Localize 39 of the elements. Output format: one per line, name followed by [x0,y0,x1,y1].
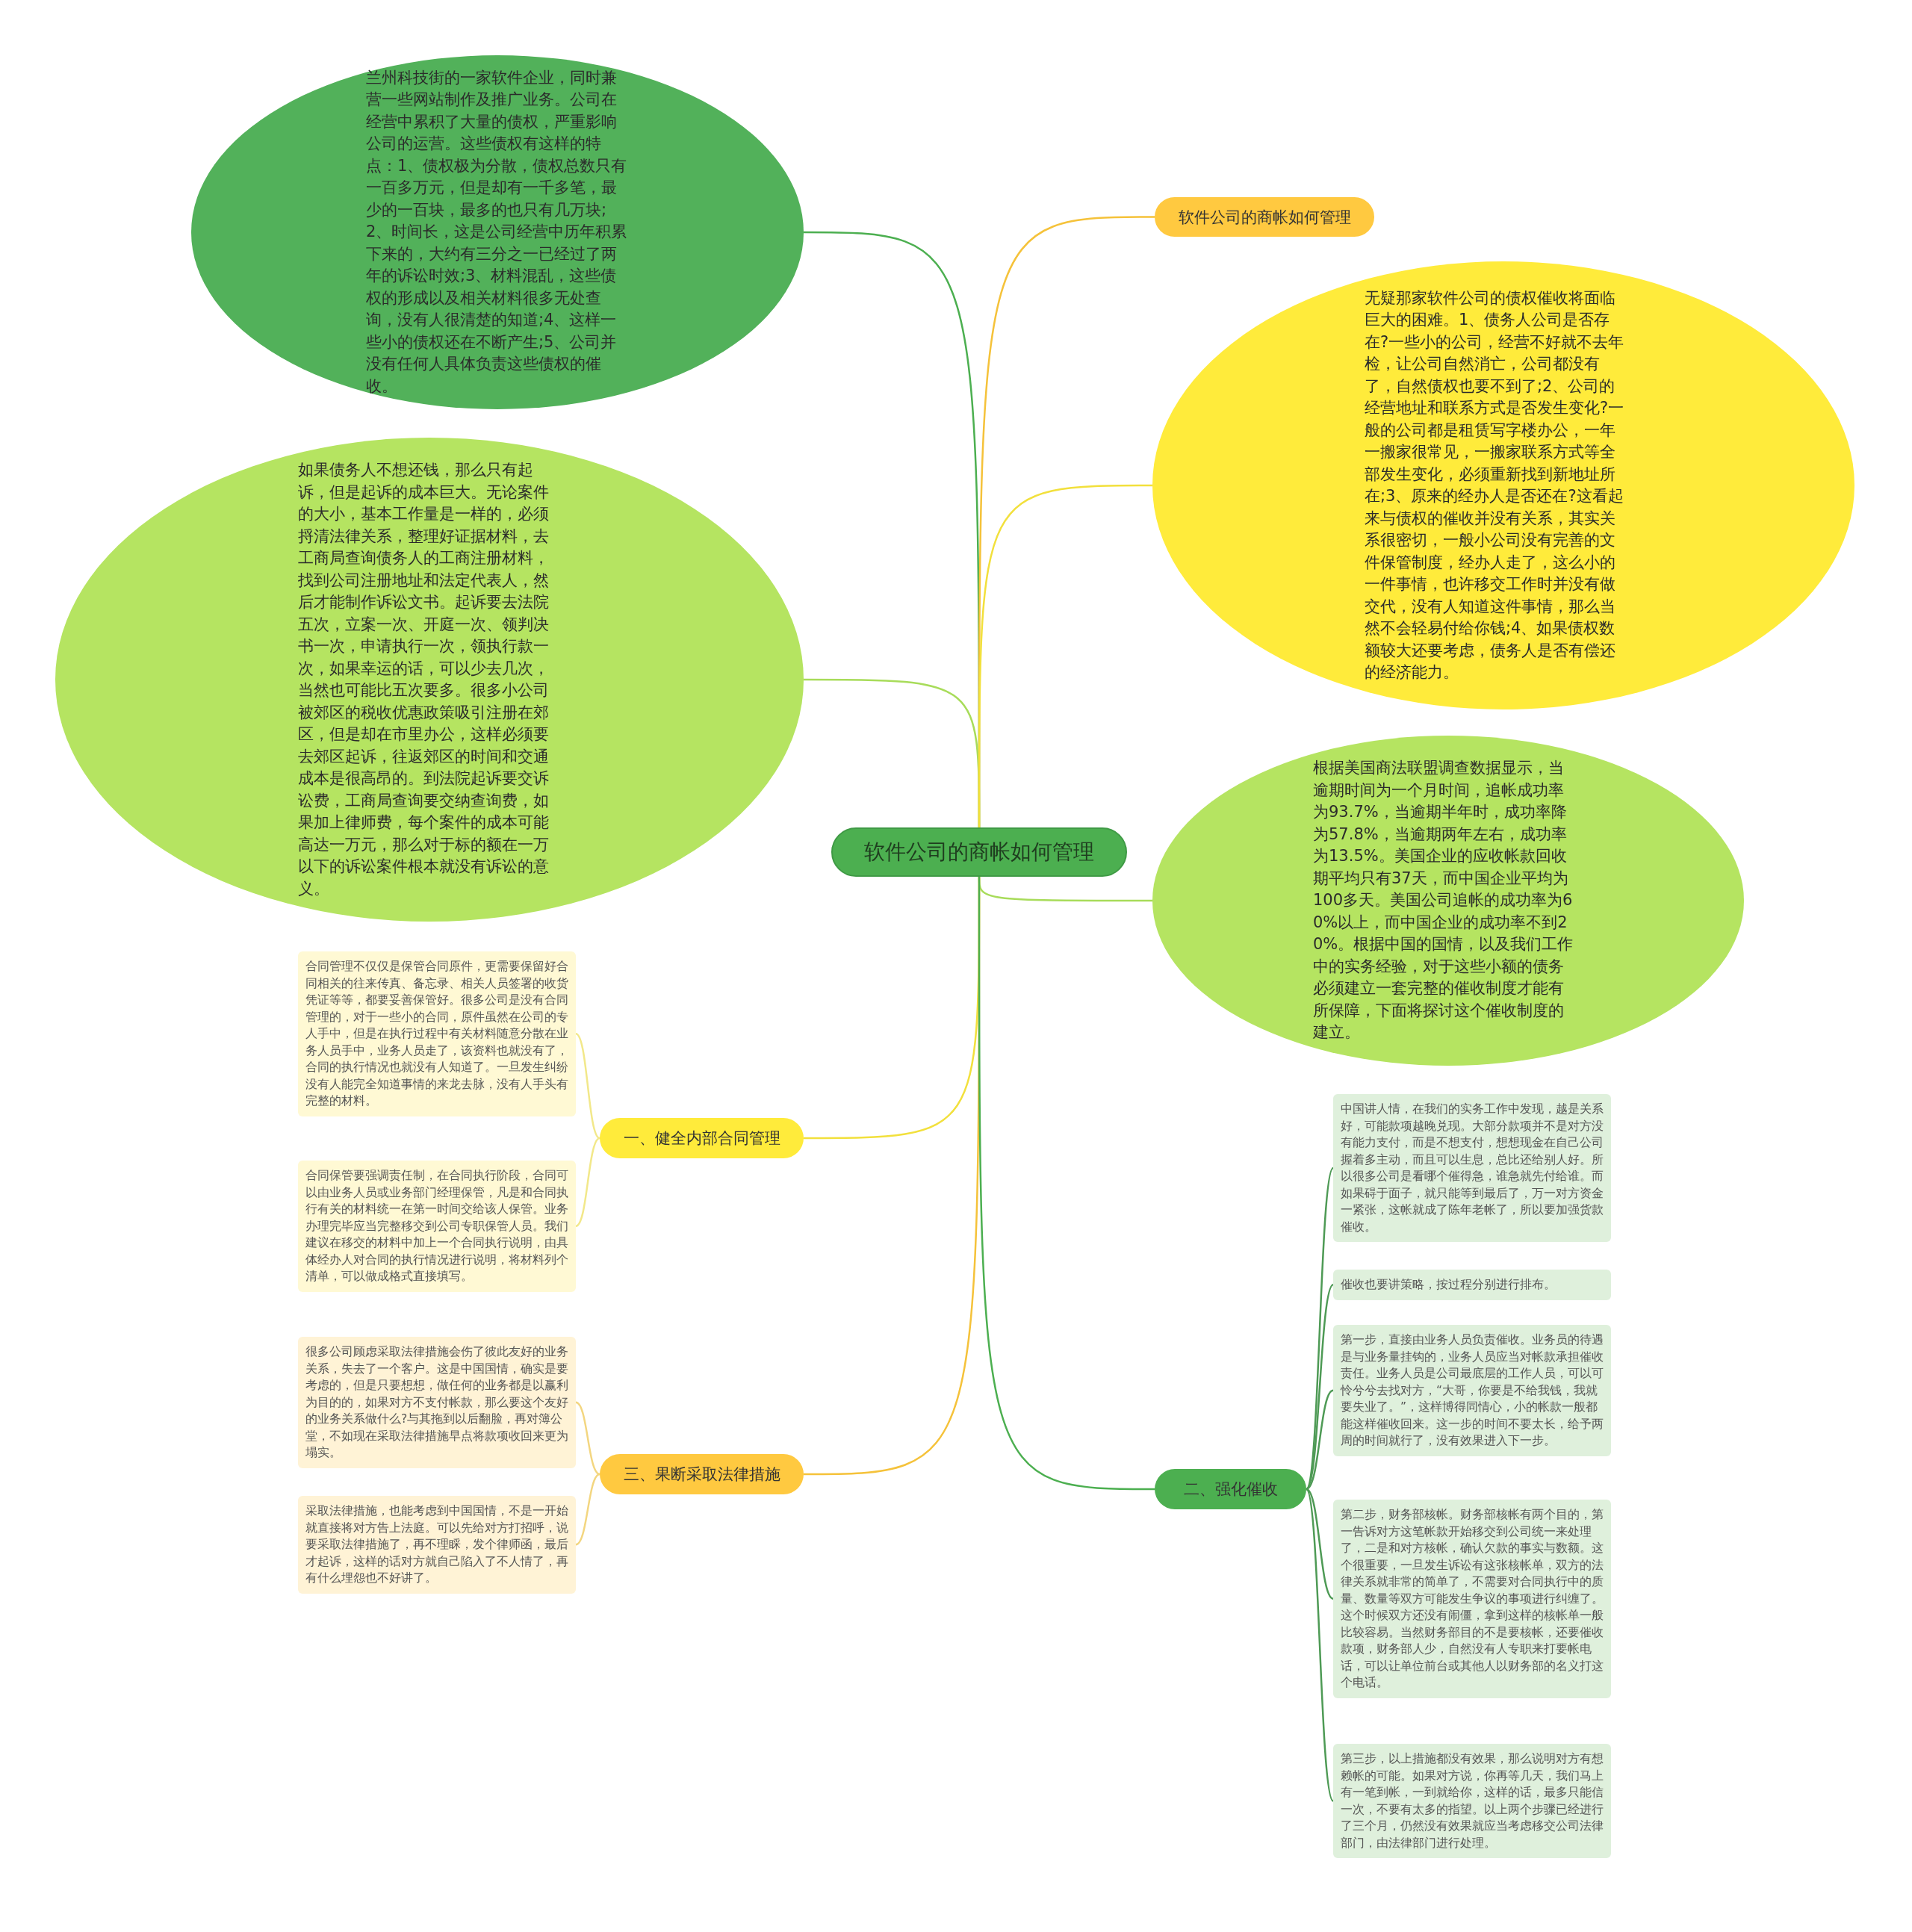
note-text: 第三步，以上措施都没有效果，那么说明对方有想赖帐的可能。如果对方说，你再等几天，我们马上有一笔到帐，一到就给你，这样的话，最多只能信一次，不要有太多的指望。以上两个步骤已经进行了三个月，仍然没有效果就应当考虑移交公司法律部门，由法律部门进行处理。 [1341,1751,1604,1851]
note-text: 第二步，财务部核帐。财务部核帐有两个目的，第一告诉对方这笔帐款开始移交到公司统一来处理了，二是和对方核帐，确认欠款的事实与数额。这个很重要，一旦发生诉讼有这张核帐单，双方的法律关系就非常的简单了，不需要对合同执行中的质量、数量等双方可能发生争议的事项进行纠缠了。这个时候双方还没有闹僵，拿到这样的核帐单一般比较容易。当然财务部目的不是要核帐，还要催收款项，财务部人少，自然没有人专职来打要帐电话，可以让单位前台或其他人以财务部的名义打这个电话。 [1341,1507,1604,1691]
branch-topic [600,1118,804,1158]
paragraph-text: 根据美国商法联盟调查数据显示，当逾期时间为一个月时间，追帐成功率为93.7%，当逾期半年时，成功率降为57.8%，当逾期两年左右，成功率为13.5%。美国企业的应收帐款回收期平均只有37天，而中国企业平均为100多天。美国公司追帐的成功率为60%以上，而中国企业的成功率不到20%。根据中国的国情，以及我们工作中的实务经验，对于这些小额的债务必须建立一套完整的催收制度才能有所保障，下面将探讨这个催收制度的建立。 [1313,758,1574,1043]
branch-topic [1155,1469,1306,1509]
connector-line [575,1401,600,1476]
note-card [298,1496,576,1594]
note-card [1333,1744,1611,1858]
connector-line [978,484,1152,827]
connector-line [575,1033,600,1139]
connector-line [575,1473,600,1546]
note-text: 催收也要讲策略，按过程分别进行排布。 [1341,1277,1556,1293]
topic-text: 软件公司的商帐如何管理 [1178,207,1351,228]
note-text: 采取法律措施，也能考虑到中国国情，不是一开始就直接将对方告上法庭。可以先给对方打招呼，说要采取法律措施了，再不理睬，发个律师函，最后才起诉，这样的话对方就自己陷入了不人情了，再有什么埋怨也不好讲了。 [305,1503,568,1586]
topic-text: 三、果断采取法律措施 [623,1464,780,1485]
paragraph-text: 兰州科技街的一家软件企业，同时兼营一些网站制作及推广业务。公司在经营中累积了大量的债权，严重影响公司的运营。这些债权有这样的特点：1、债权极为分散，债权总数只有一百多万元，但是却有一千多笔，最少的一百块，最多的也只有几万块;2、时间长，这是公司经营中历年积累下来的，大约有三分之一已经过了两年的诉讼时效;3、材料混乱，这些债权的形成以及相关材料很多无处查询，没有人很清楚的知道;4、这样一些小的债权还在不断产生;5、公司并没有任何人具体负责这些债权的催收。 [366,67,628,397]
connector-line [1306,1389,1334,1491]
topic-text: 二、强化催收 [1183,1479,1278,1500]
connector-line [978,877,1155,1491]
branch-topic [1155,197,1374,237]
connector-line [1306,1284,1334,1490]
note-card [298,1161,576,1292]
note-text: 合同管理不仅仅是保管合同原件，更需要保留好合同相关的往来传真、备忘录、相关人员签署的收货凭证等等，都要妥善保管好。很多公司是没有合同管理的，对于一些小的合同，原件虽然在公司的专人手中，但是在执行过程中有关材料随意分散在业务人员手中，业务人员走了，该资料也就没有了，合同的执行情况也就没有人知道了。一旦发生纠纷没有人能完全知道事情的来龙去脉，没有人手头有完整的材料。 [305,959,568,1109]
note-text: 很多公司顾虑采取法律措施会伤了彼此友好的业务关系，失去了一个客户。这是中国国情，确实是要考虑的，但是只要想想，做任何的业务都是以赢利为目的的，如果对方不支付帐款，那么要这个友好的业务关系做什么?与其拖到以后翻脸，再对簿公堂，不如现在采取法律措施早点将款项收回来更为塌实。 [305,1344,568,1461]
connector-line [1305,1488,1335,1802]
topic-text: 软件公司的商帐如何管理 [864,839,1094,866]
note-text: 合同保管要强调责任制，在合同执行阶段，合同可以由业务人员或业务部门经理保管，凡是和合同执行有关的材料统一在第一时间交给该人保管。业务办理完毕应当完整移交到公司专职保管人员。我们建议在移交的材料中加上一个合同执行说明，由具体经办人对合同的执行情况进行说明，将材料列个清单，可以做成格式直接填写。 [305,1168,568,1285]
paragraph-text: 无疑那家软件公司的债权催收将面临巨大的困难。1、债务人公司是否存在?一些小的公司，经营不好就不去年检，让公司自然消亡，公司都没有了，自然债权也要不到了;2、公司的经营地址和联系方式是否发生变化?一般的公司都是租赁写字楼办公，一年一搬家很常见，一搬家联系方式等全部发生变化，必须重新找到新地址所在;3、原来的经办人是否还在?这看起来与债权的催收并没有关系，其实关系很密切，一般小公司没有完善的文件保管制度，经办人走了，这么小的一件事情，也许移交工作时并没有做交代，没有人知道这件事情，那么当然不会轻易付给你钱;4、如果债权数额较大还要考虑，债务人是否有偿还的经济能力。 [1365,288,1625,683]
topic-text: 一、健全内部合同管理 [623,1128,780,1149]
branch-topic [600,1454,804,1494]
connector-line [1305,1167,1335,1490]
note-card [1333,1270,1611,1300]
note-card [298,1337,576,1468]
paragraph-text: 如果债务人不想还钱，那么只有起诉，但是起诉的成本巨大。无论案件的大小，基本工作量是一样的，必须捋清法律关系，整理好证据材料，去工商局查询债务人的工商注册材料，找到公司注册地址和法定代表人，然后才能制作诉讼文书。起诉要去法院五次，立案一次、开庭一次、领判决书一次，申请执行一次，领执行款一次，如果幸运的话，可以少去几次，当然也可能比五次要多。很多小公司被郊区的税收优惠政策吸引注册在郊区，但是却在市里办公，这样必须要去郊区起诉，往返郊区的时间和交通成本是很高昂的。到法院起诉要交诉讼费，工商局查询要交纳查询费，如果加上律师费，每个案件的成本可能高达一万元，那么对于标的额在一万以下的诉讼案件根本就没有诉讼的意义。 [298,460,550,899]
note-card [1333,1325,1611,1456]
note-text: 中国讲人情，在我们的实务工作中发现，越是关系好，可能款项越晚兑现。大部分款项并不是对方没有能力支付，而是不想支付，想想现金在自己公司握着多主动，而且可以生息，总比还给别人好。所以很多公司是看哪个催得急，谁急就先付给谁。而如果碍于面子，就只能等到最后了，万一对方资金一紧张，这帐就成了陈年老帐了，所以要加强货款催收。 [1341,1102,1604,1235]
connector-line [1306,1488,1334,1600]
note-text: 第一步，直接由业务人员负责催收。业务员的待遇是与业务量挂钩的，业务人员应当对帐款承担催收责任。业务人员是公司最底层的工作人员，可以可怜兮兮去找对方，“大哥，你要是不给我钱，我就要失业了。”，这样博得同情心，小的帐款一般都能这样催收回来。这一步的时间不要太长，给予两周的时间就行了，没有效果进入下一步。 [1341,1332,1604,1449]
connector-line [575,1137,600,1227]
